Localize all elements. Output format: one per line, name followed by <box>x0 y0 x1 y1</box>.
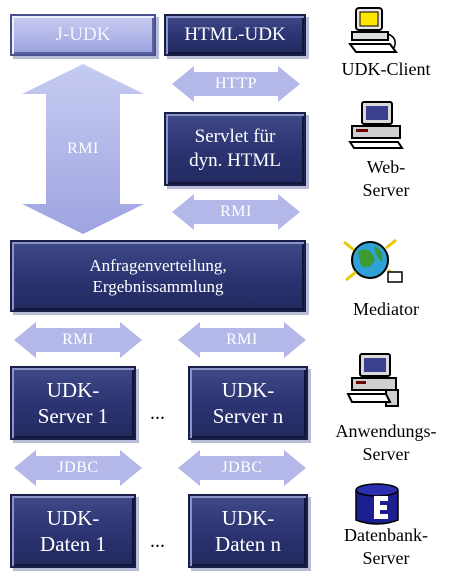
daten-ellipsis: ... <box>150 530 165 552</box>
tier-label-mediator: Mediator <box>353 299 419 319</box>
html-udk-box: HTML-UDK <box>164 14 306 56</box>
rmi-web-arrow: RMI <box>172 194 300 230</box>
udk-server-1-label: UDK- Server 1 <box>37 377 109 428</box>
udk-server-1-box: UDK- Server 1 <box>10 366 136 440</box>
rmi-arrow-large: RMI <box>22 64 144 234</box>
workstation-icon <box>348 98 404 150</box>
j-udk-box: J-UDK <box>10 14 156 56</box>
tier-label-db: Datenbank- Server <box>344 525 428 569</box>
jdbc-arrow-right: JDBC <box>178 450 306 486</box>
rmi-arrow-server1: RMI <box>14 322 142 358</box>
udk-server-n-box: UDK- Server n <box>188 366 308 440</box>
udk-server-n-label: UDK- Server n <box>212 377 284 428</box>
tier-label-client: UDK-Client <box>341 59 431 79</box>
rmi-arrow-servern-label: RMI <box>226 331 258 348</box>
udk-daten-n-box: UDK- Daten n <box>188 494 308 568</box>
database-icon <box>352 482 402 528</box>
rmi-arrow-servern: RMI <box>178 322 306 358</box>
servlet-box: Servlet für dyn. HTML <box>164 112 306 186</box>
globe-network-icon <box>340 232 406 288</box>
tier-label-app: Anwendungs- Server <box>335 421 437 465</box>
mediator-label: Anfragenverteilung, Ergebnissammlung <box>89 255 227 296</box>
rmi-arrow-server1-label: RMI <box>62 331 94 348</box>
udk-daten-1-box: UDK- Daten 1 <box>10 494 136 568</box>
server-computer-icon <box>346 350 406 410</box>
server-ellipsis: ... <box>150 402 165 424</box>
rmi-arrow-large-label: RMI <box>67 140 99 157</box>
computer-icon <box>346 4 402 56</box>
udk-daten-n-label: UDK- Daten n <box>215 505 281 556</box>
servlet-label: Servlet für dyn. HTML <box>189 126 281 171</box>
jdbc-arrow-left: JDBC <box>14 450 142 486</box>
jdbc-arrow-left-label: JDBC <box>57 459 99 476</box>
http-arrow-label: HTTP <box>215 75 257 92</box>
jdbc-arrow-right-label: JDBC <box>221 459 263 476</box>
j-udk-label: J-UDK <box>55 24 111 46</box>
rmi-web-arrow-label: RMI <box>220 203 252 220</box>
http-arrow: HTTP <box>172 66 300 102</box>
udk-daten-1-label: UDK- Daten 1 <box>40 505 106 556</box>
html-udk-label: HTML-UDK <box>184 24 286 46</box>
mediator-box: Anfragenverteilung, Ergebnissammlung <box>10 240 306 312</box>
tier-label-web: Web- Server <box>362 157 410 201</box>
